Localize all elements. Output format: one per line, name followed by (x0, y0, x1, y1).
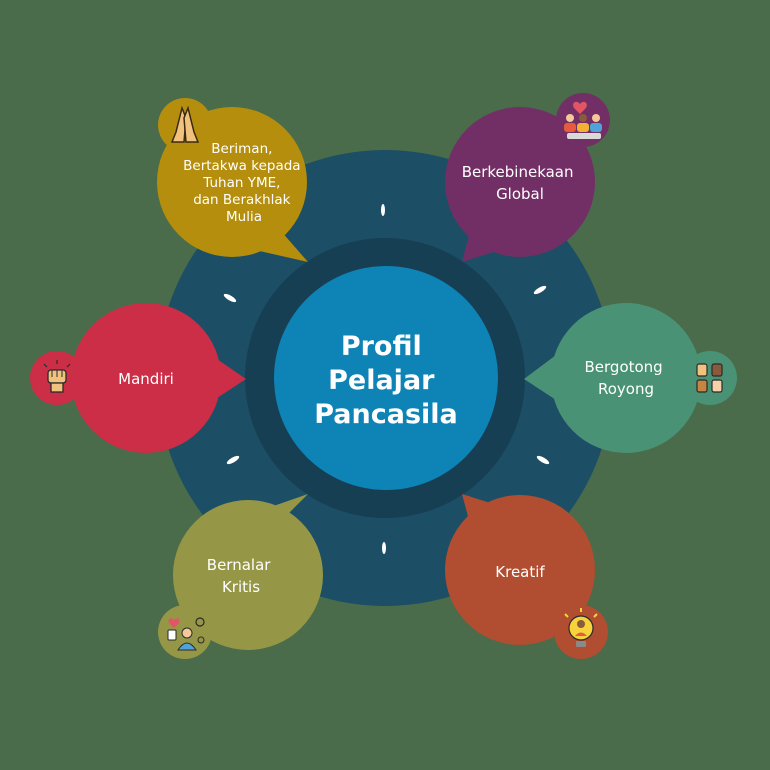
node-bergotong-pointer (524, 355, 556, 400)
node-bernalar-label: Bernalar Kritis (207, 556, 275, 596)
node-beriman-pointer (255, 230, 308, 262)
node-bergotong-bubble (551, 303, 701, 453)
center-node: Profil Pelajar Pancasila (274, 266, 498, 490)
diverse-people-icon (556, 93, 610, 147)
node-bernalar: Bernalar Kritis (158, 494, 323, 659)
praying-hands-icon (158, 98, 212, 152)
node-kreatif-bubble (445, 495, 595, 645)
ring-ticks (223, 204, 550, 554)
node-berkebinekaan: Berkebinekaan Global (445, 93, 610, 262)
thinking-person-icon (158, 605, 212, 659)
node-kreatif-label: Kreatif (495, 563, 545, 581)
node-bergotong-label: Bergotong Royong (585, 358, 668, 398)
node-berkebinekaan-bubble (445, 107, 595, 257)
node-mandiri: Mandiri (30, 303, 246, 453)
node-bergotong: Bergotong Royong (524, 303, 737, 453)
node-mandiri-bubble (71, 303, 221, 453)
node-kreatif: Kreatif (445, 494, 608, 659)
center-title: Profil Pelajar Pancasila (314, 331, 458, 430)
node-mandiri-pointer (214, 357, 246, 400)
lightbulb-person-icon (554, 605, 608, 659)
node-beriman: Beriman, Bertakwa kepada Tuhan YME, dan … (157, 98, 308, 262)
node-berkebinekaan-label: Berkebinekaan Global (462, 163, 579, 203)
node-bernalar-bubble (173, 500, 323, 650)
center-bubble (274, 266, 498, 490)
raised-fist-icon (30, 351, 84, 405)
node-beriman-label: Beriman, Bertakwa kepada Tuhan YME, dan … (183, 141, 305, 225)
node-berkebinekaan-pointer (462, 232, 500, 262)
node-mandiri-label: Mandiri (118, 370, 174, 388)
joined-hands-icon (683, 351, 737, 405)
